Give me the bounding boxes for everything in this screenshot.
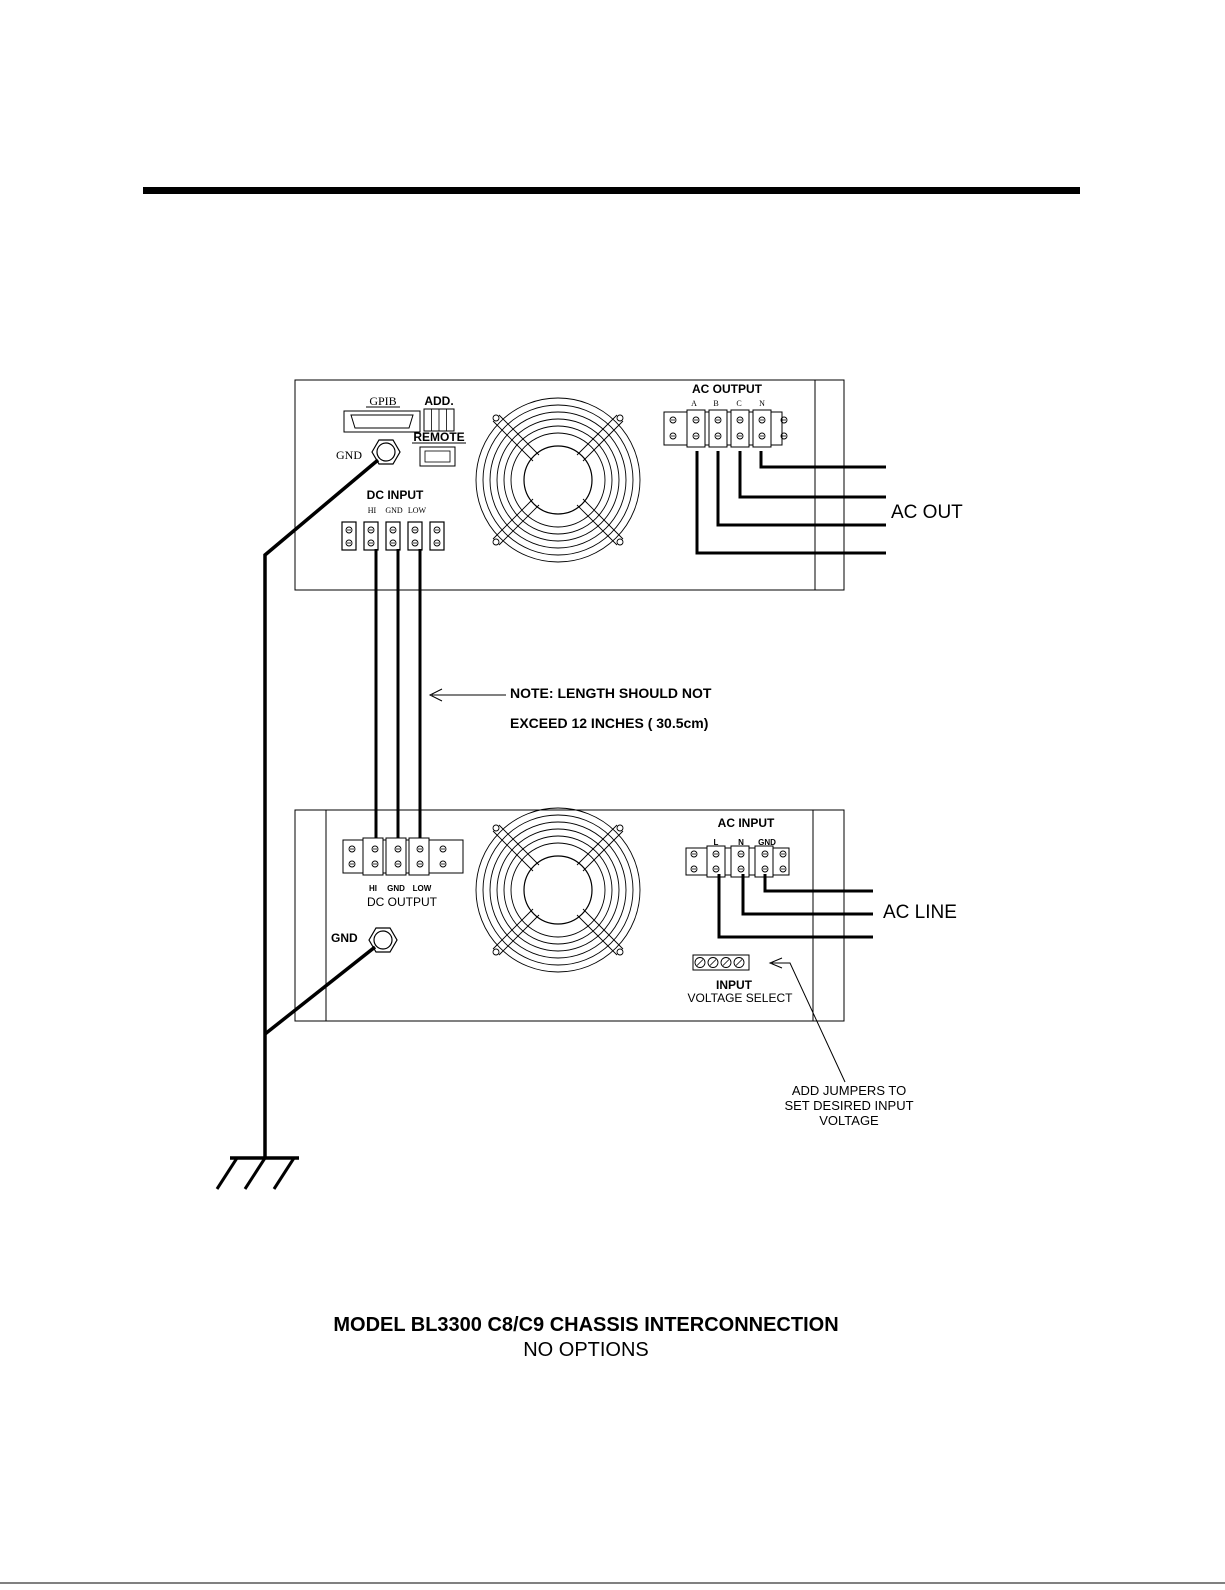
earth-ground-symbol	[217, 1158, 294, 1189]
fan-mount-hole	[617, 825, 623, 831]
fan-ring	[504, 836, 612, 944]
add-label: ADD.	[424, 394, 453, 408]
caption-subtitle: NO OPTIONS	[523, 1339, 649, 1361]
length-note-line2: EXCEED 12 INCHES ( 30.5cm)	[510, 715, 708, 731]
dc-output-terminal	[409, 838, 429, 875]
fan-mount-hole	[493, 539, 499, 545]
lower-gnd-label: GND	[331, 931, 358, 945]
fan-mount-hole	[617, 415, 623, 421]
ac-input-terminal	[731, 846, 749, 877]
jumper-note-line1: ADD JUMPERS TO	[792, 1083, 906, 1098]
fan-ring	[497, 829, 619, 951]
remote-label: REMOTE	[413, 430, 464, 444]
gpib-label: GPIB	[369, 394, 396, 408]
upper-gnd-label: GND	[336, 448, 362, 462]
ac-output-terminal	[731, 410, 749, 447]
ac-output-n-label: N	[759, 399, 765, 408]
lower-cooling-fan	[476, 808, 640, 972]
fan-mount-hole	[617, 949, 623, 955]
chassis-ground-wiring	[230, 460, 378, 1158]
dc-input-low-label: LOW	[408, 506, 427, 515]
upper-cooling-fan	[476, 398, 640, 562]
fan-hub	[524, 856, 592, 924]
dc-output-low-label: LOW	[413, 884, 432, 893]
ac-output-b-label: B	[713, 399, 718, 408]
length-note-line1: NOTE: LENGTH SHOULD NOT	[510, 685, 712, 701]
fan-ring	[476, 398, 640, 562]
fan-mount-hole	[493, 825, 499, 831]
dc-output-label: DC OUTPUT	[367, 895, 438, 909]
dc-interconnect-wires	[376, 549, 420, 850]
fan-mount-hole	[493, 949, 499, 955]
voltage-select-jumper-block	[693, 955, 749, 970]
dc-input-gnd-label: GND	[385, 506, 403, 515]
ac-line-label: AC LINE	[883, 902, 957, 923]
dc-output-terminal	[363, 838, 383, 875]
gpib-connector	[344, 411, 420, 432]
ac-output-a-label: A	[691, 399, 697, 408]
fan-ring	[490, 822, 626, 958]
fan-mount-hole	[617, 539, 623, 545]
fan-ring	[476, 808, 640, 972]
jumper-note-line2: SET DESIRED INPUT	[784, 1098, 913, 1113]
remote-connector	[420, 447, 455, 466]
fan-ring	[490, 412, 626, 548]
fan-ring	[504, 426, 612, 534]
ac-output-c-label: C	[736, 399, 741, 408]
caption-title: MODEL BL3300 C8/C9 CHASSIS INTERCONNECTI…	[333, 1314, 838, 1336]
dc-input-label: DC INPUT	[367, 488, 424, 502]
ac-output-terminal	[709, 410, 727, 447]
dc-output-terminal-block	[343, 838, 463, 875]
fan-ring	[483, 815, 633, 965]
dc-output-gnd-label: GND	[387, 884, 405, 893]
dc-input-hi-label: HI	[368, 506, 377, 515]
voltage-select-input-label: INPUT	[716, 978, 753, 992]
ac-output-terminal	[753, 410, 771, 447]
fan-ring	[511, 433, 605, 527]
ac-line-wires	[719, 874, 873, 937]
length-note-arrow	[430, 689, 506, 701]
voltage-select-label: VOLTAGE SELECT	[688, 991, 794, 1005]
header-rule	[143, 187, 1080, 194]
dc-output-terminal	[386, 838, 406, 875]
jumper-note-line3: VOLTAGE	[819, 1113, 879, 1128]
ac-out-label: AC OUT	[891, 502, 963, 523]
dc-output-hi-label: HI	[369, 884, 377, 893]
address-switch	[424, 409, 454, 431]
fan-mount-hole	[493, 415, 499, 421]
fan-ring	[497, 419, 619, 541]
ac-output-terminal	[687, 410, 705, 447]
ac-input-terminal	[755, 846, 773, 877]
ac-input-terminal-block	[686, 846, 789, 877]
ac-input-label: AC INPUT	[718, 816, 775, 830]
ac-output-terminal-block	[664, 410, 787, 447]
ac-output-label: AC OUTPUT	[692, 382, 763, 396]
fan-ring	[511, 843, 605, 937]
ac-out-wires	[697, 451, 886, 553]
fan-hub	[524, 446, 592, 514]
fan-ring	[483, 405, 633, 555]
jumper-note-leader	[770, 958, 845, 1082]
dc-input-terminal-block	[342, 522, 444, 550]
